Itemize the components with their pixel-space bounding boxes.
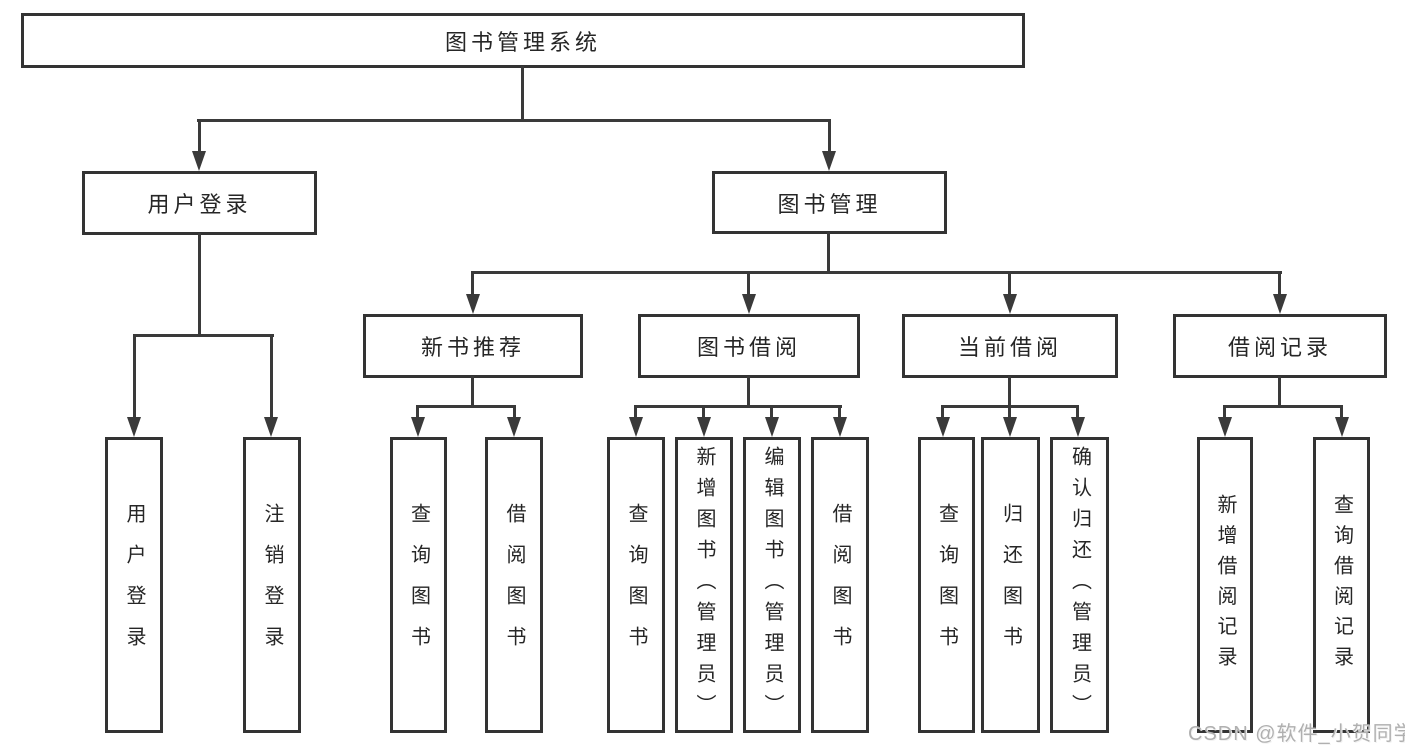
node-new-book-recommend-label: 新书推荐 bbox=[420, 335, 525, 360]
node-root-system: 图书管理系统 bbox=[21, 13, 1025, 68]
node-current-borrow-label: 当前借阅 bbox=[957, 335, 1062, 360]
connector-arrow-line bbox=[1076, 405, 1079, 420]
node-borrow-record: 借阅记录 bbox=[1173, 314, 1387, 378]
arrowhead-leaf-add-books-admin bbox=[697, 417, 711, 437]
arrowhead-leaf-query-books-current bbox=[936, 417, 950, 437]
connector-arrow-line bbox=[513, 405, 516, 420]
connector-borrow-branch bbox=[634, 405, 842, 408]
connector-arrow-line bbox=[770, 405, 773, 420]
connector-arrow-line bbox=[838, 405, 841, 420]
arrowhead-leaf-query-books-recommend bbox=[411, 417, 425, 437]
connector-recommend-branch bbox=[416, 405, 516, 408]
leaf-logout: 注销登录 bbox=[243, 437, 301, 733]
connector-arrow-line bbox=[702, 405, 705, 420]
arrowhead-leaf-confirm-return bbox=[1071, 417, 1085, 437]
connector-arrow-line bbox=[198, 119, 201, 153]
arrowhead-borrow-record bbox=[1273, 294, 1287, 314]
node-book-borrow: 图书借阅 bbox=[638, 314, 860, 378]
arrowhead-leaf-borrow-books bbox=[833, 417, 847, 437]
node-root-label: 图书管理系统 bbox=[444, 29, 601, 55]
connector-arrow-line bbox=[1278, 271, 1281, 296]
arrowhead-leaf-query-books-borrow bbox=[629, 417, 643, 437]
leaf-return-books: 归还图书 bbox=[981, 437, 1040, 733]
connector-mgmt-stem bbox=[827, 232, 830, 274]
leaf-query-books-borrow: 查询图书 bbox=[607, 437, 665, 733]
leaf-user-login-label: 用户登录 bbox=[123, 503, 145, 667]
connector-arrow-line bbox=[634, 405, 637, 420]
arrowhead-current-borrow bbox=[1003, 294, 1017, 314]
connector-arrow-line bbox=[416, 405, 419, 420]
connector-recommend-stem bbox=[471, 376, 474, 407]
node-book-management-label: 图书管理 bbox=[777, 191, 882, 217]
connector-arrow-line bbox=[270, 334, 273, 420]
node-new-book-recommend: 新书推荐 bbox=[363, 314, 583, 378]
connector-current-stem bbox=[1008, 376, 1011, 407]
leaf-borrow-books-label: 借阅图书 bbox=[829, 503, 851, 667]
leaf-query-books-recommend-label: 查询图书 bbox=[407, 503, 430, 667]
arrowhead-user-login bbox=[192, 151, 206, 171]
connector-record-stem bbox=[1278, 376, 1281, 407]
arrowhead-leaf-borrow-books-recommend bbox=[507, 417, 521, 437]
arrowhead-leaf-logout bbox=[264, 417, 278, 437]
connector-record-branch bbox=[1223, 405, 1343, 408]
connector-arrow-line bbox=[1223, 405, 1226, 420]
csdn-watermark: CSDN @软件_小贺同学 bbox=[1188, 723, 1405, 745]
leaf-query-books-current-label: 查询图书 bbox=[935, 503, 958, 667]
arrowhead-leaf-query-borrow-record bbox=[1335, 417, 1349, 437]
arrowhead-book-borrow bbox=[742, 294, 756, 314]
connector-mgmt-branch bbox=[471, 271, 1282, 274]
leaf-edit-books-admin: 编辑图书（管理员） bbox=[743, 437, 801, 733]
leaf-query-books-recommend: 查询图书 bbox=[390, 437, 447, 733]
leaf-confirm-return-admin: 确认归还（管理员） bbox=[1050, 437, 1109, 733]
leaf-query-borrow-record: 查询借阅记录 bbox=[1313, 437, 1370, 733]
leaf-add-borrow-record-label: 新增借阅记录 bbox=[1214, 493, 1236, 677]
node-current-borrow: 当前借阅 bbox=[902, 314, 1118, 378]
connector-arrow-line bbox=[1008, 271, 1011, 296]
arrowhead-leaf-edit-books-admin bbox=[765, 417, 779, 437]
connector-arrow-line bbox=[747, 271, 750, 296]
leaf-user-login: 用户登录 bbox=[105, 437, 163, 733]
connector-login-stem bbox=[198, 233, 201, 337]
node-book-management: 图书管理 bbox=[712, 171, 947, 234]
connector-arrow-line bbox=[828, 119, 831, 153]
arrowhead-leaf-user-login bbox=[127, 417, 141, 437]
leaf-logout-label: 注销登录 bbox=[261, 503, 283, 667]
leaf-query-books-current: 查询图书 bbox=[918, 437, 975, 733]
arrowhead-book-management bbox=[822, 151, 836, 171]
leaf-query-books-borrow-label: 查询图书 bbox=[625, 503, 647, 667]
leaf-add-books-admin: 新增图书（管理员） bbox=[675, 437, 733, 733]
arrowhead-leaf-return-books bbox=[1003, 417, 1017, 437]
leaf-borrow-books-recommend-label: 借阅图书 bbox=[503, 503, 525, 667]
node-book-borrow-label: 图书借阅 bbox=[696, 335, 801, 360]
leaf-confirm-return-admin-label: 确认归还（管理员） bbox=[1068, 445, 1091, 725]
connector-arrow-line bbox=[133, 334, 136, 420]
leaf-query-borrow-record-label: 查询借阅记录 bbox=[1330, 493, 1353, 677]
connector-login-branch bbox=[133, 334, 274, 337]
connector-arrow-line bbox=[471, 271, 474, 296]
connector-root-stem bbox=[521, 66, 524, 122]
arrowhead-new-book-recommend bbox=[466, 294, 480, 314]
leaf-add-borrow-record: 新增借阅记录 bbox=[1197, 437, 1253, 733]
node-user-login: 用户登录 bbox=[82, 171, 317, 235]
leaf-return-books-label: 归还图书 bbox=[999, 503, 1022, 667]
node-user-login-label: 用户登录 bbox=[147, 192, 252, 217]
node-borrow-record-label: 借阅记录 bbox=[1227, 335, 1332, 360]
leaf-add-books-admin-label: 新增图书（管理员） bbox=[693, 445, 715, 725]
leaf-borrow-books: 借阅图书 bbox=[811, 437, 869, 733]
leaf-edit-books-admin-label: 编辑图书（管理员） bbox=[761, 445, 783, 725]
arrowhead-leaf-add-borrow-record bbox=[1218, 417, 1232, 437]
leaf-borrow-books-recommend: 借阅图书 bbox=[485, 437, 543, 733]
connector-borrow-stem bbox=[747, 376, 750, 407]
connector-root-branch bbox=[197, 119, 831, 122]
connector-arrow-line bbox=[941, 405, 944, 420]
connector-arrow-line bbox=[1340, 405, 1343, 420]
connector-arrow-line bbox=[1008, 405, 1011, 420]
